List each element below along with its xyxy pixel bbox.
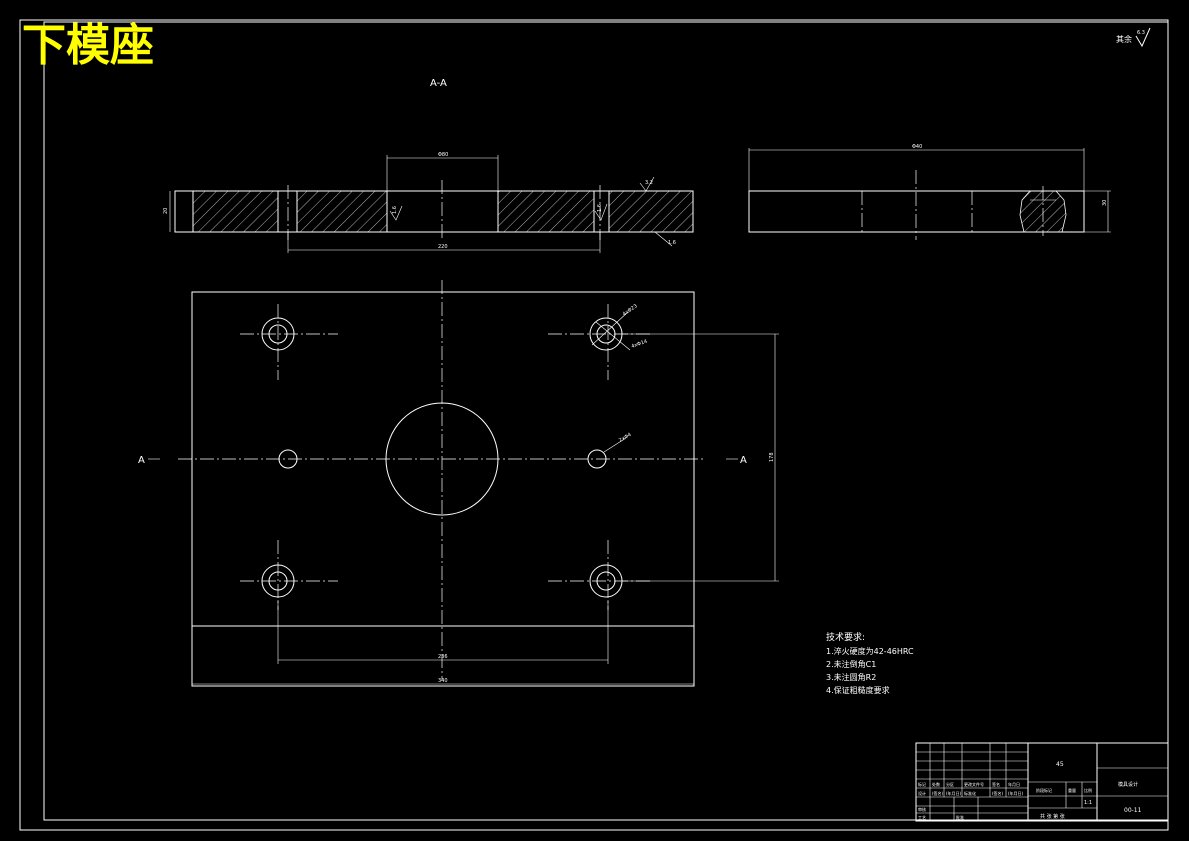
dim-overall-width: 340 (438, 678, 448, 684)
tb-row-label: 标记 (918, 781, 926, 787)
hole-label-2: 4xΦ14 (631, 339, 649, 350)
section-marker-left: A (138, 455, 145, 466)
tb-approve: 批准 (956, 814, 964, 820)
tb-row-label: 更改文件号 (964, 781, 984, 787)
tb-material: 45 (1056, 761, 1064, 768)
dim-sec-height: 20 (163, 208, 169, 214)
tb-row-label: 年月日 (1008, 781, 1020, 787)
roughness-value: 6.3 (1137, 30, 1145, 36)
section-marker-right: A (740, 455, 747, 466)
hole-label-3: 2xΦ4 (618, 432, 632, 444)
rough-mark-4: 1.6 (668, 240, 676, 246)
dim-vertical-span: 178 (769, 452, 775, 462)
rough-mark-1: 1.6 (392, 206, 398, 214)
dim-right-height: 30 (1102, 200, 1108, 206)
tb-row-label: 标准化 (964, 790, 976, 796)
tech-heading: 技术要求: (826, 631, 865, 643)
tb-row-label: 分区 (946, 781, 954, 787)
inner-border (43, 21, 1169, 821)
tb-row-label: (签名) (992, 790, 1004, 796)
tech-item: 2.未注倒角C1 (826, 659, 876, 669)
tb-sheet: 共 张 第 张 (1040, 813, 1065, 820)
tech-item: 1.淬火硬度为42-46HRC (826, 646, 914, 656)
roughness-symbol-icon (1135, 27, 1151, 48)
title-block (915, 742, 1169, 822)
dim-right-width: Φ40 (912, 144, 922, 150)
section-view (169, 155, 694, 253)
tb-row-label: (年月日) (1008, 790, 1024, 796)
tb-weight: 重量 (1068, 787, 1076, 793)
tech-item: 3.未注圆角R2 (826, 672, 876, 682)
tb-row-label: (年月日) (946, 790, 962, 796)
tb-process: 工艺 (918, 815, 926, 820)
plan-view (148, 280, 779, 687)
drawing-title: 下模座 (22, 20, 154, 71)
dim-bottom-spacing: 236 (438, 654, 448, 660)
tb-row-label: (签名) (932, 790, 944, 796)
tb-row-label: 设计 (918, 790, 926, 796)
roughness-note: 其余 (1116, 34, 1132, 44)
tb-stage-mark: 阶段标记 (1036, 787, 1052, 793)
tech-requirements: 技术要求: 1.淬火硬度为42-46HRC 2.未注倒角C1 3.未注圆角R2 … (826, 631, 914, 695)
side-view (748, 148, 1111, 240)
tb-scale: 1:1 (1084, 800, 1092, 806)
tb-part-name: 模具设计 (1118, 781, 1138, 788)
hole-label-1: 4xΦ23 (622, 303, 639, 317)
section-label: A-A (430, 78, 447, 89)
rough-mark-2: 1.6 (597, 204, 603, 212)
tb-ratio: 比例 (1084, 787, 1092, 793)
tb-review: 审核 (918, 806, 926, 812)
tb-row-label: 处数 (932, 781, 940, 787)
tb-row-label: 签名 (992, 781, 1000, 787)
rough-mark-3: 3.2 (645, 180, 653, 186)
dim-top-bore: Φ80 (438, 152, 448, 158)
dim-sec-width: 220 (438, 244, 448, 250)
tech-item: 4.保证粗糙度要求 (826, 685, 890, 695)
tb-drawing-no: 00-11 (1124, 807, 1142, 814)
